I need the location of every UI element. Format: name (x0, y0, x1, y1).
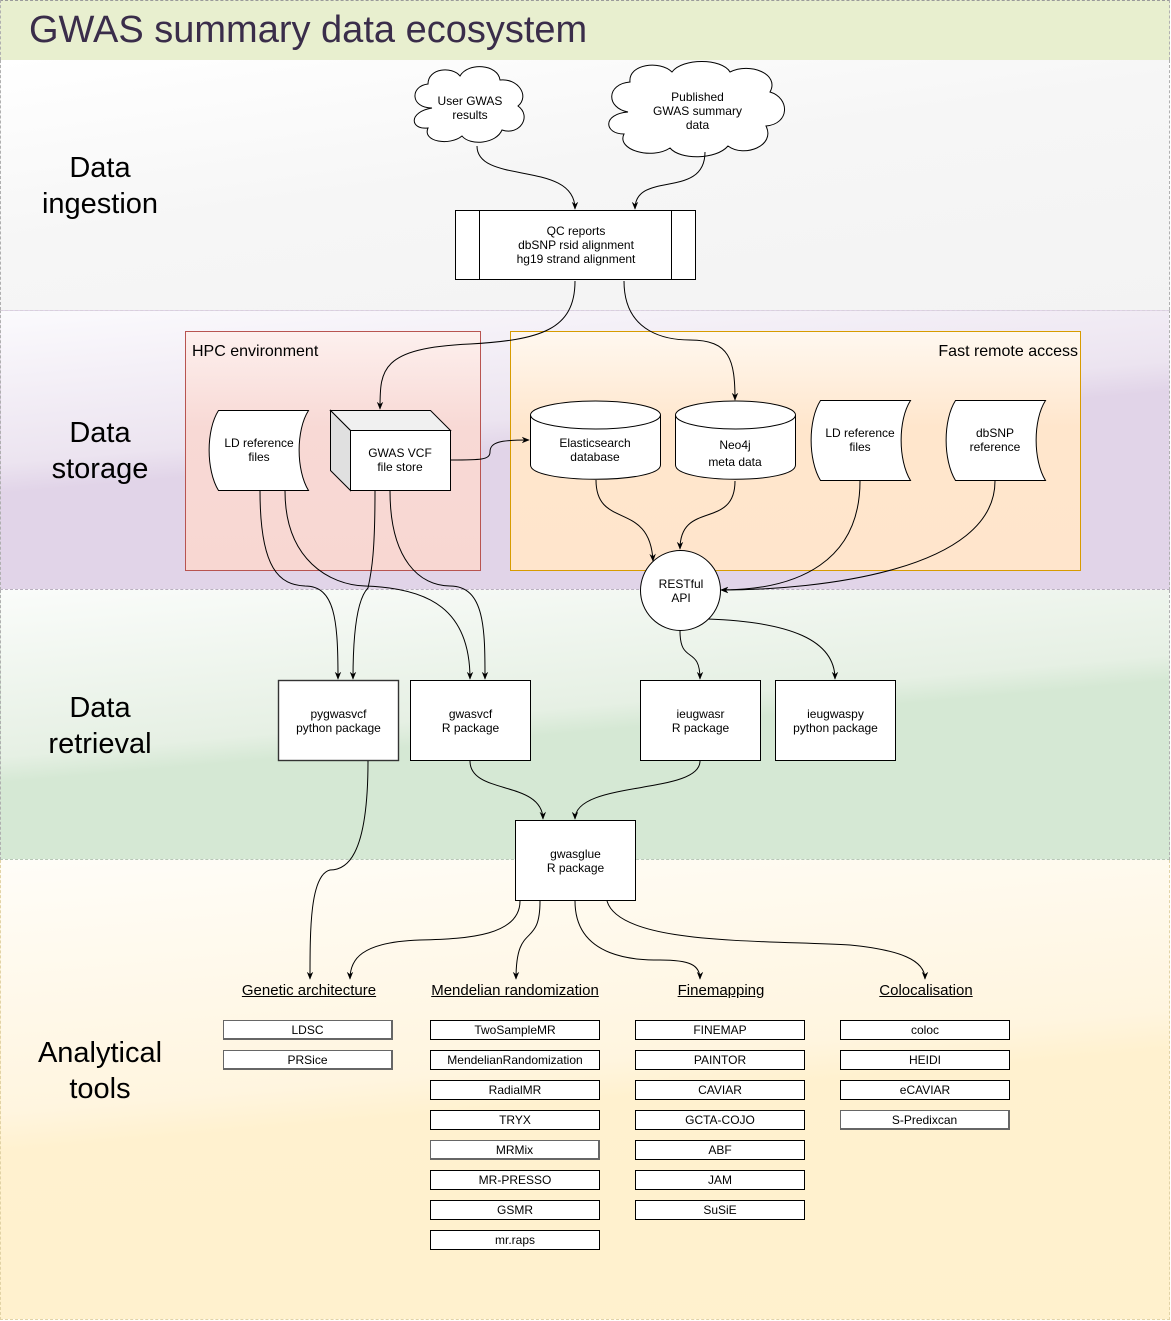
ieugwasr-package[interactable]: ieugwasr R package (671, 706, 730, 735)
ld-reference-files-remote[interactable]: LD reference files (825, 426, 895, 454)
tool-mendelianrandomization[interactable]: MendelianRandomization (430, 1050, 600, 1070)
cloud-user-gwas[interactable]: User GWAS results (437, 94, 503, 122)
edge-user-gwas-to-qc (476, 145, 579, 210)
dbsnp-reference[interactable]: dbSNP reference (969, 426, 1021, 454)
section-band-retrieval (0, 590, 1170, 860)
edge-gwas-vcf-to-elasticsearch (450, 436, 530, 461)
cloud-shape-published-gwas[interactable] (608, 61, 785, 158)
edge-ieugwasr-to-gwasglue (571, 760, 701, 820)
tool-tryx[interactable]: TRYX (430, 1110, 600, 1130)
tape-shape-ld-ref-hpc[interactable] (208, 410, 310, 491)
box-shape-pygwasvcf[interactable] (277, 679, 400, 762)
edge-gwasglue-to-colocalisation (606, 900, 929, 980)
tool-abf[interactable]: ABF (635, 1140, 805, 1160)
edge-qc-to-neo4j (623, 280, 739, 401)
tool-paintor[interactable]: PAINTOR (635, 1050, 805, 1070)
gwas-vcf-file-store[interactable]: GWAS VCF file store (368, 446, 432, 474)
cylinder-shape-elasticsearch[interactable] (530, 400, 661, 480)
edge-qc-to-gwas-vcf (376, 280, 576, 410)
category-finemapping[interactable]: Finemapping (677, 982, 765, 999)
tool-s-predixcan[interactable]: S-Predixcan (840, 1110, 1010, 1130)
box-shape-gwasglue[interactable] (515, 820, 636, 901)
tool-mrmix[interactable]: MRMix (430, 1140, 600, 1160)
edge-gwasvcf-to-gwasglue (469, 760, 547, 820)
qc-process-shape[interactable] (455, 210, 696, 280)
tool-prsice[interactable]: PRSice (223, 1050, 393, 1070)
restful-api[interactable]: RESTful API (658, 577, 704, 605)
category-colocalisation[interactable]: Colocalisation (879, 982, 973, 999)
ld-reference-files-hpc[interactable]: LD reference files (224, 436, 294, 464)
tool-susie[interactable]: SuSiE (635, 1200, 805, 1220)
cube-shape-gwas-vcf[interactable] (329, 409, 452, 492)
hpc-environment-label: HPC environment (192, 343, 319, 360)
title-band: GWAS summary data ecosystem (0, 0, 1170, 60)
edge-gwasglue-to-genetic-architecture (346, 900, 521, 980)
tool-heidi[interactable]: HEIDI (840, 1050, 1010, 1070)
edge-api-to-ieugwaspy (707, 618, 839, 680)
cylinder-shape-neo4j[interactable] (675, 400, 796, 480)
tool-coloc[interactable]: coloc (840, 1020, 1010, 1040)
tool-finemap[interactable]: FINEMAP (635, 1020, 805, 1040)
edge-pygwasvcf-to-genetic-architecture (306, 760, 369, 980)
edge-elasticsearch-to-api (595, 479, 656, 562)
tool-radialmr[interactable]: RadialMR (430, 1080, 600, 1100)
edge-ld-hpc-to-pygwasvcf (259, 490, 342, 680)
tool-gsmr[interactable]: GSMR (430, 1200, 600, 1220)
tool-mr-presso[interactable]: MR-PRESSO (430, 1170, 600, 1190)
section-label-retrieval: Data retrieval (48, 692, 152, 760)
cloud-shape-user-gwas[interactable] (413, 66, 525, 143)
page-title: GWAS summary data ecosystem (29, 9, 588, 51)
tool-jam[interactable]: JAM (635, 1170, 805, 1190)
tape-shape-ld-ref-remote[interactable] (810, 400, 912, 481)
edge-dbsnp-to-api (720, 480, 996, 594)
neo4j-meta-data[interactable]: Neo4j meta data (708, 438, 762, 469)
edge-ld-hpc-to-gwasvcf (284, 490, 474, 680)
edge-gwasglue-to-finemapping (574, 900, 704, 980)
tool-twosamplemr[interactable]: TwoSampleMR (430, 1020, 600, 1040)
category-mendelian-randomization[interactable]: Mendelian randomization (431, 982, 599, 999)
tool-mr-raps[interactable]: mr.raps (430, 1230, 600, 1250)
gwasglue-package[interactable]: gwasglue R package (546, 846, 605, 875)
edge-neo4j-to-api (676, 480, 736, 550)
box-shape-gwasvcf[interactable] (410, 680, 531, 761)
tape-shape-dbsnp[interactable] (945, 400, 1047, 481)
edge-gwas-vcf-to-pygwasvcf (349, 490, 376, 680)
section-label-tools: Analytical tools (37, 1037, 163, 1105)
section-label-storage: Data storage (51, 417, 149, 485)
box-shape-ieugwaspy[interactable] (775, 680, 896, 761)
edge-gwasglue-to-mendelian-randomization (512, 900, 541, 980)
cloud-published-gwas[interactable]: Published GWAS summary data (653, 90, 742, 132)
elasticsearch-database[interactable]: Elasticsearch database (559, 436, 631, 464)
tool-ldsc[interactable]: LDSC (223, 1020, 393, 1040)
tool-ecaviar[interactable]: eCAVIAR (840, 1080, 1010, 1100)
tool-caviar[interactable]: CAVIAR (635, 1080, 805, 1100)
fast-remote-access-label: Fast remote access (938, 343, 1078, 360)
edge-gwas-vcf-to-gwasvcf (389, 490, 489, 680)
qc-process[interactable]: QC reports dbSNP rsid alignment hg19 str… (516, 224, 636, 266)
edge-api-to-ieugwasr (679, 630, 704, 680)
edge-ld-remote-to-api (720, 480, 861, 594)
pygwasvcf-package[interactable]: pygwasvcf python package (296, 706, 381, 735)
tool-gcta-cojo[interactable]: GCTA-COJO (635, 1110, 805, 1130)
category-genetic-architecture[interactable]: Genetic architecture (241, 982, 377, 999)
box-shape-ieugwasr[interactable] (640, 680, 761, 761)
edge-published-gwas-to-qc (631, 151, 706, 210)
ieugwaspy-package[interactable]: ieugwaspy python package (793, 706, 878, 735)
gwasvcf-package[interactable]: gwasvcf R package (441, 706, 500, 735)
section-label-ingestion: Data ingestion (41, 152, 159, 220)
